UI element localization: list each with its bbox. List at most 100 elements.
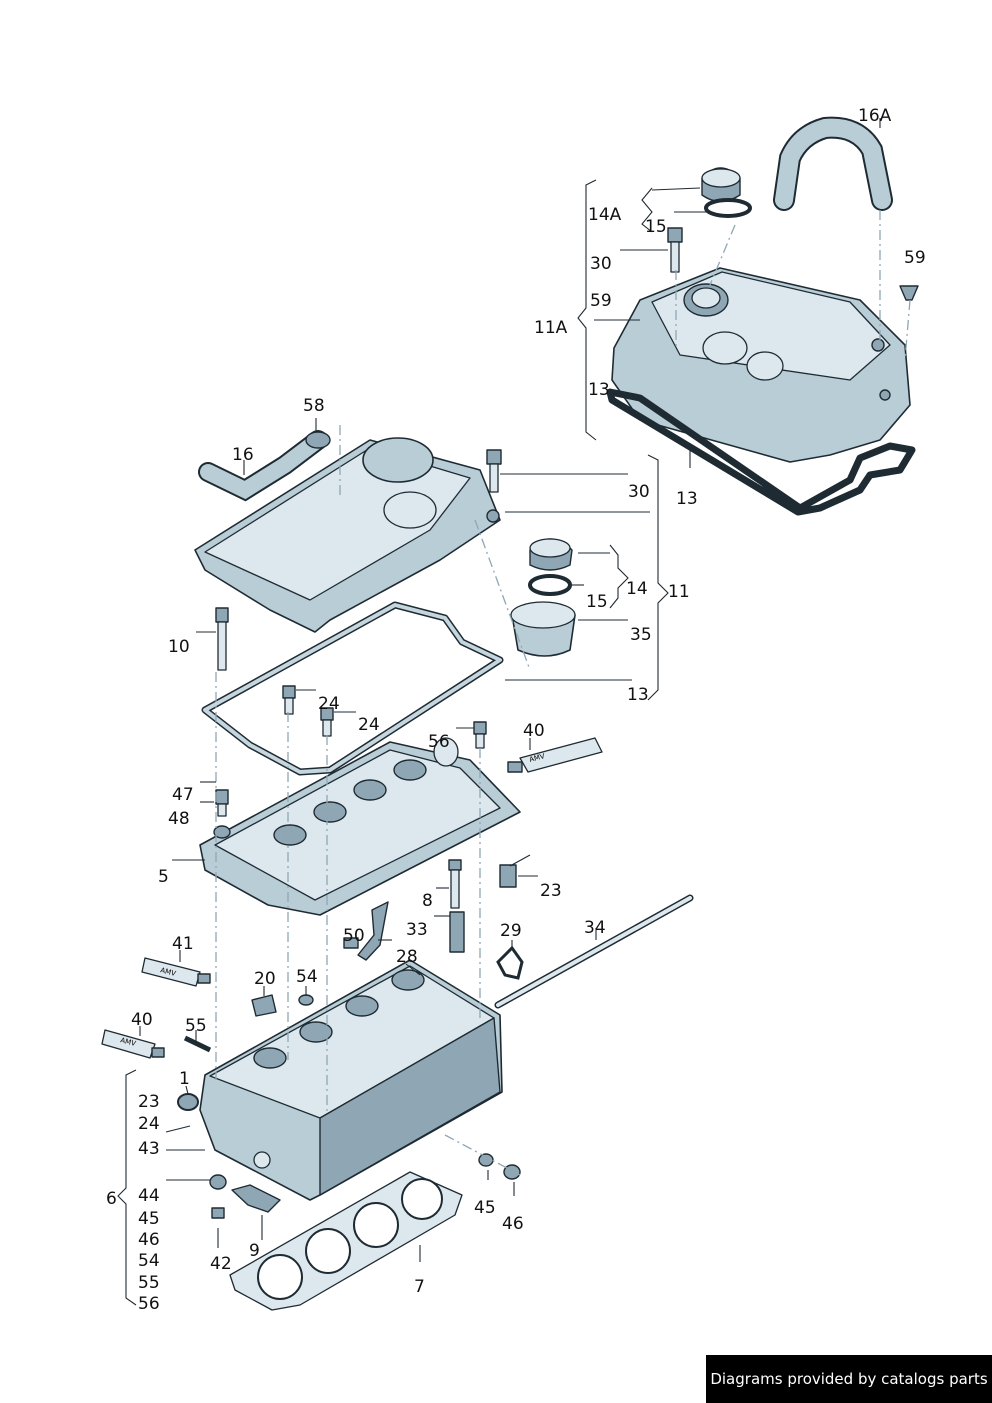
callout-47: 47 (172, 785, 194, 805)
callout-14A: 14A (588, 205, 622, 225)
tube-label-text: AMV (119, 1036, 136, 1048)
callout-56-list: 56 (138, 1294, 160, 1314)
callout-54-list: 54 (138, 1251, 160, 1271)
callout-7: 7 (414, 1277, 425, 1297)
plug-44[interactable] (209, 1174, 227, 1190)
gasket-13-middle[interactable] (201, 601, 504, 776)
callout-29: 29 (500, 921, 522, 941)
sender-23[interactable] (499, 854, 531, 888)
callout-11: 11 (668, 582, 690, 602)
sealant-tube-40-lower[interactable]: AMV (101, 1029, 165, 1059)
bolt-24-a[interactable] (282, 685, 296, 715)
callout-15-upper: 15 (645, 217, 667, 237)
callout-45-list: 45 (138, 1209, 160, 1229)
tube-label-text: AMV (528, 752, 545, 764)
sealant-tube-41[interactable]: AMV (141, 957, 211, 987)
callout-59-left: 59 (590, 291, 612, 311)
callout-40-lower: 40 (131, 1010, 153, 1030)
callout-56-upper: 56 (428, 732, 450, 752)
callout-labels: 16A 14A 15 30 59 59 11A 13 13 58 16 30 1… (106, 106, 926, 1314)
valve-cover-11[interactable] (194, 437, 501, 633)
callout-44: 44 (138, 1186, 160, 1206)
callout-55-list: 55 (138, 1273, 160, 1293)
filler-neck-35[interactable] (510, 601, 576, 657)
callout-1: 1 (179, 1069, 190, 1089)
cylinder-head-6[interactable] (199, 959, 503, 1201)
seal-ring-15-upper[interactable] (704, 198, 752, 218)
callout-6: 6 (106, 1189, 117, 1209)
callout-58: 58 (303, 396, 325, 416)
rod-34[interactable] (494, 894, 694, 1009)
callout-48: 48 (168, 809, 190, 829)
alignment-lines (215, 210, 911, 1180)
stud-55[interactable] (183, 1035, 212, 1053)
callout-20: 20 (254, 969, 276, 989)
callout-23-upper: 23 (540, 881, 562, 901)
leader-lines (117, 118, 881, 1306)
bolt-30-middle[interactable] (486, 449, 502, 493)
bolt-50[interactable] (343, 937, 359, 949)
oil-filler-cap-14[interactable] (529, 538, 573, 571)
callout-28: 28 (396, 947, 418, 967)
bracket-28[interactable] (357, 901, 389, 961)
callout-45: 45 (474, 1198, 496, 1218)
callout-34: 34 (584, 918, 606, 938)
callout-14: 14 (626, 579, 648, 599)
callout-41: 41 (172, 934, 194, 954)
callout-13-upper: 13 (676, 489, 698, 509)
seal-ring-1[interactable] (177, 1093, 199, 1111)
callout-43: 43 (138, 1139, 160, 1159)
callout-30-middle: 30 (628, 482, 650, 502)
breather-hose-16[interactable] (198, 430, 328, 502)
callout-46: 46 (502, 1214, 524, 1234)
callout-24-a: 24 (318, 694, 340, 714)
cap-45[interactable] (478, 1153, 494, 1167)
callout-24-lower: 24 (138, 1114, 160, 1134)
seal-29[interactable] (496, 945, 524, 980)
bolt-56[interactable] (473, 721, 487, 749)
seal-ring-15-middle[interactable] (528, 574, 572, 596)
callout-13-upper-left: 13 (588, 380, 610, 400)
callout-46-list: 46 (138, 1230, 160, 1250)
bush-20[interactable] (251, 994, 277, 1017)
callout-54-upper: 54 (296, 967, 318, 987)
bolt-10[interactable] (215, 607, 229, 671)
valve-cover-11A[interactable] (611, 267, 911, 463)
callout-35: 35 (630, 625, 652, 645)
bolt-47[interactable] (215, 789, 229, 817)
tube-label-text: AMV (159, 966, 176, 978)
callout-30-upper: 30 (590, 254, 612, 274)
sealant-tube-40-upper[interactable]: AMV (507, 737, 603, 773)
callout-13-middle: 13 (627, 685, 649, 705)
washer-54[interactable] (298, 994, 314, 1006)
callout-5: 5 (158, 867, 169, 887)
oil-filler-cap-14A[interactable] (701, 167, 741, 203)
callout-50: 50 (343, 926, 365, 946)
bolt-24-b[interactable] (320, 707, 334, 737)
callout-11A: 11A (534, 318, 568, 338)
plug-46[interactable] (503, 1164, 521, 1180)
callout-59-right: 59 (904, 248, 926, 268)
breather-hose-16A[interactable] (773, 116, 893, 211)
head-gasket-7[interactable] (229, 1171, 463, 1311)
washer-48[interactable] (213, 825, 231, 839)
plug-59[interactable] (899, 285, 919, 301)
bearing-frame-5[interactable] (199, 737, 521, 916)
gasket-13-upper[interactable] (606, 388, 916, 516)
glow-plug-bolt-8[interactable] (448, 859, 462, 909)
callout-55-upper: 55 (185, 1016, 207, 1036)
bracket-9[interactable] (231, 1184, 281, 1213)
callout-40-upper: 40 (523, 721, 545, 741)
bolt-42[interactable] (211, 1207, 225, 1219)
footer-credit: Diagrams provided by catalogs parts (706, 1355, 992, 1403)
callout-8: 8 (422, 891, 433, 911)
clamp-58[interactable] (305, 431, 331, 449)
callout-16: 16 (232, 445, 254, 465)
bolt-30-upper[interactable] (667, 227, 683, 273)
glow-plug-33[interactable] (449, 911, 465, 953)
callout-10: 10 (168, 637, 190, 657)
callout-16A: 16A (858, 106, 892, 126)
callout-42: 42 (210, 1254, 232, 1274)
callout-24-b: 24 (358, 715, 380, 735)
